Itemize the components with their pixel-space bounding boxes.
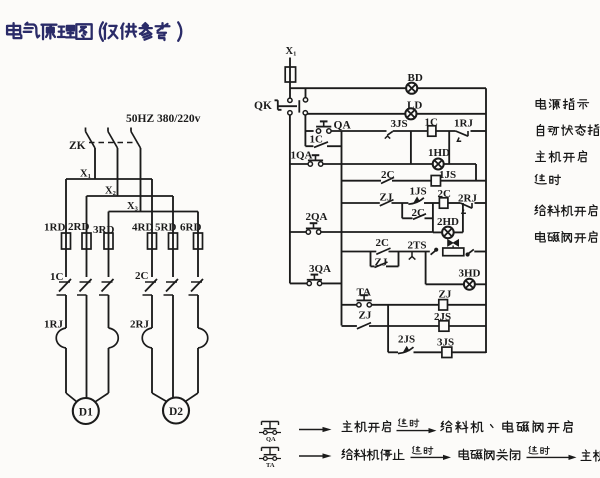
svg-text:2C: 2C (412, 207, 426, 219)
svg-text:BD: BD (408, 72, 423, 84)
svg-text:1JS: 1JS (410, 186, 427, 198)
svg-text:QA: QA (334, 120, 352, 132)
svg-text:50HZ 380/220v: 50HZ 380/220v (126, 113, 201, 125)
svg-text:ZK: ZK (69, 140, 86, 152)
svg-text:2RJ: 2RJ (130, 319, 149, 331)
svg-text:2RD: 2RD (68, 221, 89, 233)
svg-text:2C: 2C (376, 237, 390, 249)
svg-text:1JS: 1JS (439, 169, 456, 181)
svg-text:D2: D2 (169, 406, 183, 418)
svg-text:1RD: 1RD (44, 222, 65, 234)
svg-text:5RD: 5RD (155, 222, 176, 234)
svg-text:2C: 2C (135, 270, 149, 282)
svg-text:X3: X3 (127, 201, 139, 213)
svg-text:3JS: 3JS (437, 337, 454, 349)
svg-text:X1: X1 (80, 169, 91, 181)
svg-text:ZJ: ZJ (375, 257, 388, 269)
svg-text:QK: QK (254, 100, 272, 112)
svg-text:2QA: 2QA (306, 211, 328, 223)
svg-text:2HD: 2HD (437, 216, 459, 228)
svg-text:6RD: 6RD (180, 222, 201, 234)
svg-text:ZJ: ZJ (359, 310, 372, 322)
svg-text:QA: QA (266, 436, 276, 443)
svg-text:2C: 2C (438, 188, 452, 200)
svg-text:2TS: 2TS (408, 240, 427, 252)
svg-text:3QA: 3QA (309, 263, 331, 275)
svg-text:2C: 2C (381, 169, 395, 181)
svg-text:2RJ: 2RJ (458, 193, 477, 205)
svg-text:X1: X1 (286, 46, 297, 58)
svg-text:1HD: 1HD (428, 147, 450, 159)
svg-text:4RD: 4RD (132, 222, 153, 234)
svg-text:1C: 1C (50, 271, 64, 283)
svg-text:3JS: 3JS (391, 118, 408, 130)
svg-text:X2: X2 (105, 186, 116, 198)
svg-text:D1: D1 (79, 407, 93, 419)
svg-text:1QA: 1QA (291, 150, 313, 162)
svg-text:2JS: 2JS (434, 311, 451, 323)
svg-text:3RD: 3RD (93, 224, 114, 236)
svg-text:3HD: 3HD (459, 268, 481, 280)
svg-text:TA: TA (266, 462, 275, 469)
svg-text:1C: 1C (310, 134, 324, 146)
svg-text:TA: TA (357, 287, 372, 299)
svg-text:1C: 1C (425, 117, 439, 129)
svg-text:1RJ: 1RJ (44, 319, 63, 331)
svg-text:ZJ: ZJ (380, 192, 393, 204)
svg-text:2JS: 2JS (398, 334, 415, 346)
svg-text:1RJ: 1RJ (454, 118, 473, 130)
svg-text:ZJ: ZJ (439, 289, 452, 301)
